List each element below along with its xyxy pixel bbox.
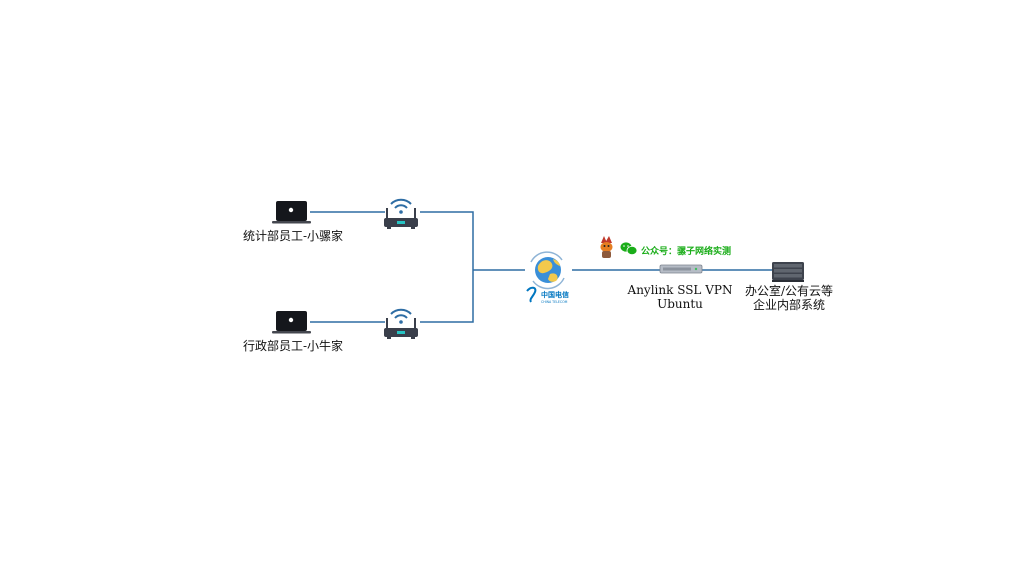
mule-mascot-icon <box>600 236 613 258</box>
laptop-top-icon <box>272 201 311 224</box>
internet-globe-icon <box>530 251 565 290</box>
telecom-logo-subtext: CHINA TELECOM <box>541 300 568 304</box>
router-top-icon <box>384 198 418 229</box>
vpn-server-label-line2: Ubuntu <box>657 297 703 311</box>
router-bottom-icon <box>384 308 418 339</box>
laptop-top-label: 统计部员工-小骡家 <box>243 229 344 243</box>
internal-server-icon <box>772 262 804 282</box>
link-router-top-hub <box>420 211 474 323</box>
telecom-logo-text: 中国电信 <box>541 290 569 299</box>
wechat-icon <box>620 242 638 256</box>
internal-system-label-line1: 办公室/公有云等 <box>744 284 834 298</box>
wechat-watermark: 公众号：骡子网络实测 <box>641 247 732 257</box>
internal-system-label-line2: 企业内部系统 <box>752 298 826 312</box>
connection-lines <box>310 211 772 323</box>
vpn-server-label-line1: Anylink SSL VPN <box>627 283 733 297</box>
vpn-server-icon <box>659 264 703 274</box>
laptop-bottom-label: 行政部员工-小牛家 <box>243 339 344 353</box>
laptop-bottom-icon <box>272 311 311 334</box>
china-telecom-logo: 中国电信 CHINA TELECOM <box>526 286 569 304</box>
